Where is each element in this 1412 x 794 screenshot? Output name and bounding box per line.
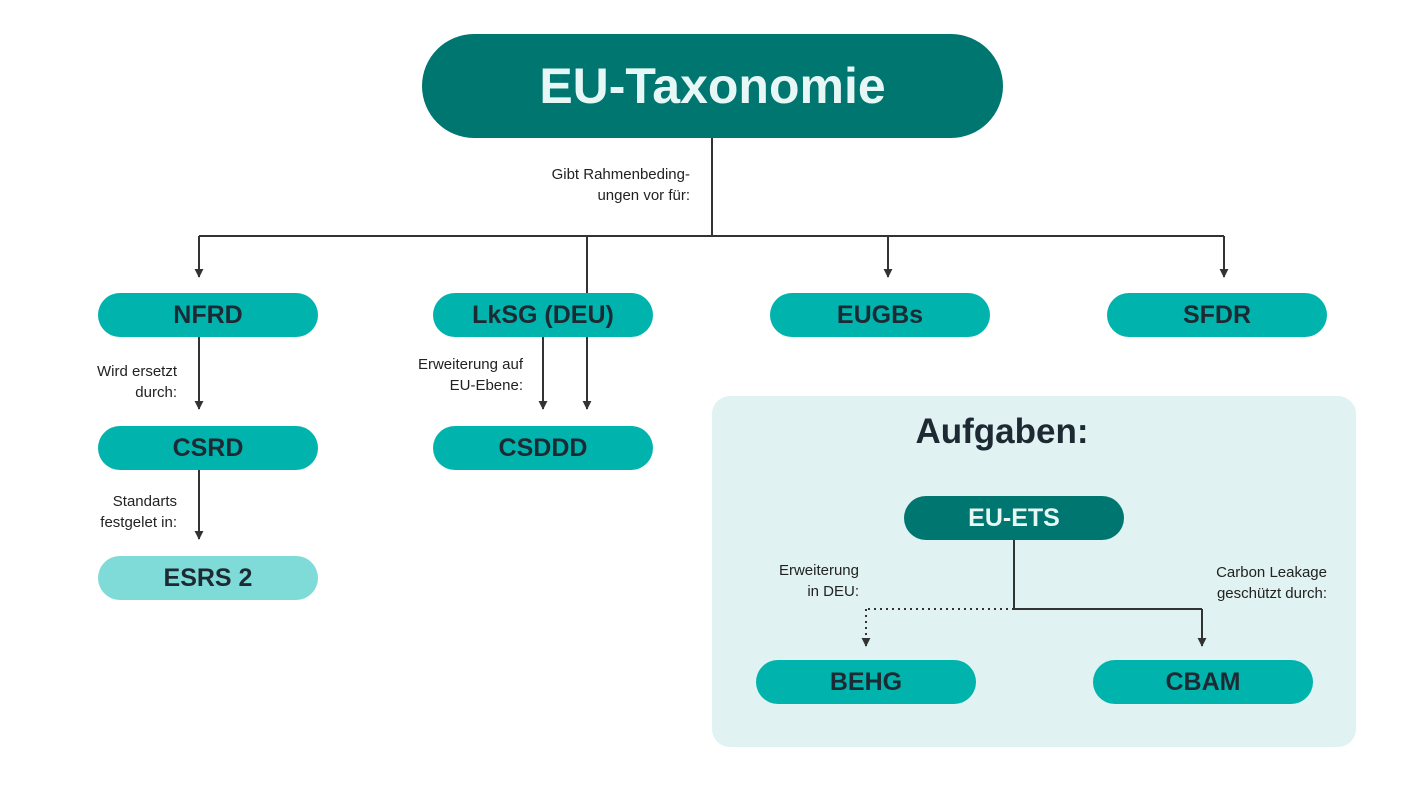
- ets-behg-label-line-1: Erweiterung: [778, 562, 859, 579]
- sfdr-node: SFDR: [1107, 293, 1327, 337]
- nfrd-csrd-label-line-2: durch:: [135, 384, 177, 401]
- lksg-node: LkSG (DEU): [433, 293, 653, 337]
- csrd-esrs-label: Standarts festgelet in:: [20, 491, 177, 533]
- ets-behg-label: Erweiterung in DEU:: [700, 560, 859, 602]
- nfrd-csrd-label: Wird ersetzt durch:: [20, 361, 177, 403]
- nfrd-csrd-label-line-1: Wird ersetzt: [96, 363, 177, 380]
- panel-title: Aufgaben:: [915, 412, 1089, 451]
- eugbs-node: EUGBs: [770, 293, 990, 337]
- ets-cbam-label: Carbon Leakage geschützt durch:: [1140, 562, 1327, 604]
- ets-behg-label-line-2: in DEU:: [807, 583, 859, 600]
- csrd-esrs-label-line-1: Standarts: [112, 493, 177, 510]
- lksg-csddd-label-line-2: EU-Ebene:: [449, 377, 523, 394]
- ets-cbam-label-line-1: Carbon Leakage: [1216, 564, 1327, 581]
- esrs-node: ESRS 2: [98, 556, 318, 600]
- root-edge-label: Gibt Rahmenbeding- ungen vor für:: [490, 164, 690, 206]
- eu-taxonomie-node: EU-Taxonomie: [422, 34, 1003, 138]
- eu-ets-node: EU-ETS: [904, 496, 1124, 540]
- csrd-esrs-label-line-2: festgelet in:: [100, 514, 177, 531]
- csrd-node: CSRD: [98, 426, 318, 470]
- behg-node: BEHG: [756, 660, 976, 704]
- lksg-csddd-label-line-1: Erweiterung auf: [417, 356, 523, 373]
- root-edge-label-line-1: Gibt Rahmenbeding-: [551, 166, 690, 183]
- cbam-node: CBAM: [1093, 660, 1313, 704]
- lksg-csddd-label: Erweiterung auf EU-Ebene:: [330, 354, 523, 396]
- ets-cbam-label-line-2: geschützt durch:: [1216, 585, 1327, 602]
- csddd-node: CSDDD: [433, 426, 653, 470]
- nfrd-node: NFRD: [98, 293, 318, 337]
- root-edge-label-line-2: ungen vor für:: [597, 187, 690, 204]
